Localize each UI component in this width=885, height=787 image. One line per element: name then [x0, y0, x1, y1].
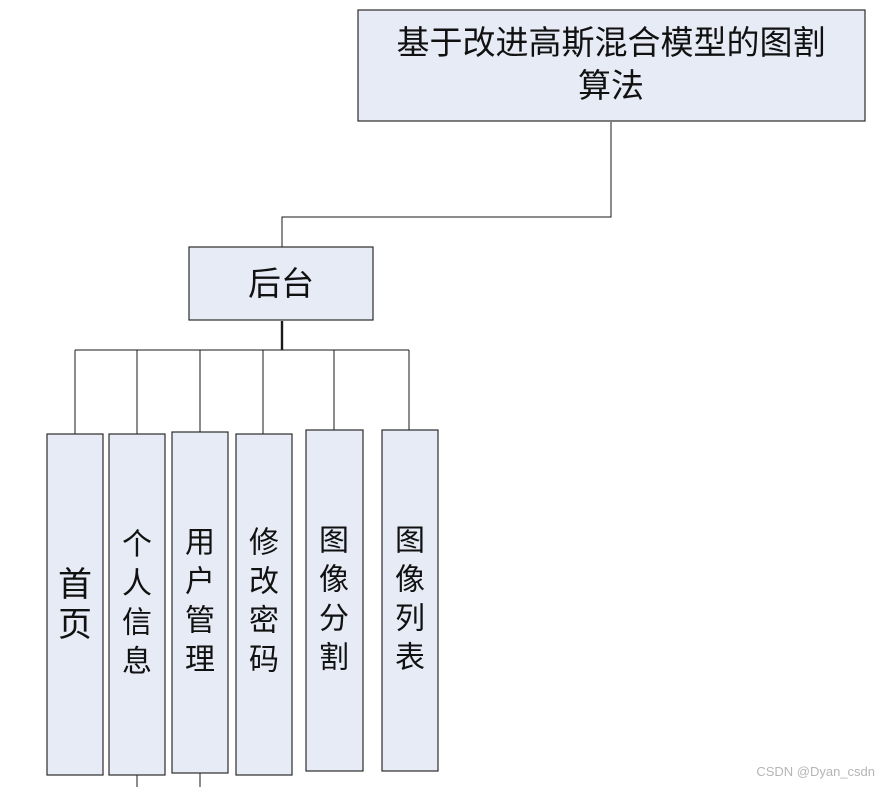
backend-node: 后台	[188, 246, 374, 321]
leaf-label-profile: 个人信息	[122, 527, 152, 679]
leaf-node-home: 首页	[46, 433, 104, 776]
backend-label: 后台	[248, 264, 314, 303]
root-label-line2: 算法	[578, 66, 644, 105]
leaf-label-users: 用户管理	[185, 525, 215, 677]
leaf-node-password: 修改密码	[235, 433, 293, 776]
leaf-label-list: 图像列表	[395, 523, 425, 675]
root-node: 基于改进高斯混合模型的图割 算法	[357, 9, 866, 122]
root-label-line1: 基于改进高斯混合模型的图割	[397, 23, 826, 62]
leaf-node-segment: 图像分割	[305, 429, 364, 772]
connector-root-to-backend	[281, 122, 612, 247]
watermark: CSDN @Dyan_csdn	[756, 764, 875, 779]
leaf-label-home: 首页	[58, 565, 92, 645]
leaf-node-profile: 个人信息	[108, 433, 166, 776]
leaf-label-password: 修改密码	[249, 525, 279, 677]
leaf-node-users: 用户管理	[171, 431, 229, 774]
leaf-label-segment: 图像分割	[319, 523, 349, 675]
leaf-node-list: 图像列表	[381, 429, 439, 772]
